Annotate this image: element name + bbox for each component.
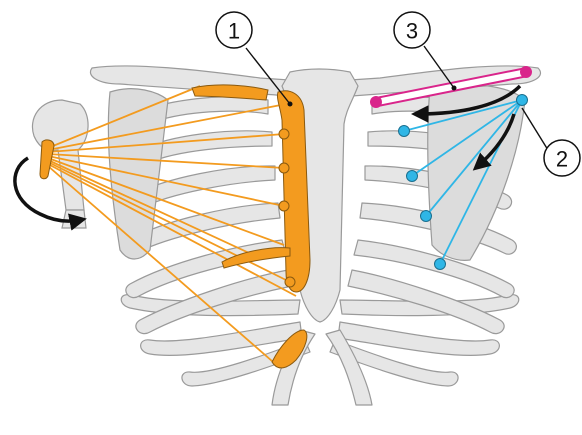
callout-label: 1 xyxy=(228,19,240,44)
callout-2: 2 xyxy=(522,108,580,176)
callout-label: 3 xyxy=(406,19,418,44)
callout-label: 2 xyxy=(556,147,568,172)
scapula-right xyxy=(428,84,525,260)
